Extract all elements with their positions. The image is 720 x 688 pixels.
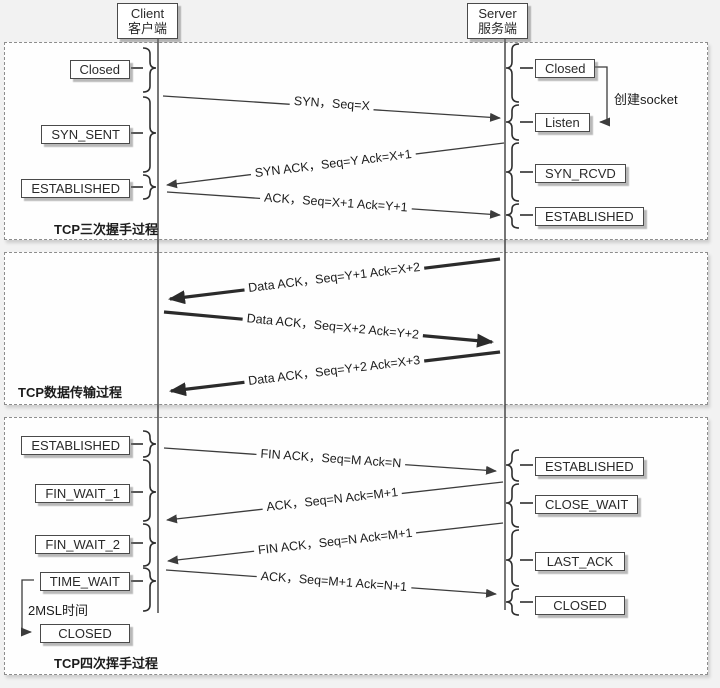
state-server-closed: Closed <box>535 59 596 78</box>
note-2msl: 2MSL时间 <box>28 603 88 618</box>
brace-server-established <box>505 203 520 229</box>
brace-server-closed-2 <box>505 588 520 616</box>
state-client-fin-wait-2: FIN_WAIT_2 <box>35 535 130 554</box>
server-actor-box: Server 服务端 <box>467 3 529 39</box>
state-server-syn-rcvd: SYN_RCVD <box>535 164 626 183</box>
note-create-socket: 创建socket <box>614 92 678 107</box>
client-braces <box>131 47 157 612</box>
connector-create-socket <box>593 66 610 127</box>
brace-server-established-2 <box>505 449 520 482</box>
brace-client-fin-wait-1 <box>142 459 157 522</box>
state-server-established: ESTABLISHED <box>535 207 644 226</box>
section-label-teardown: TCP四次挥手过程 <box>54 656 159 671</box>
brace-server-syn-rcvd <box>505 142 520 202</box>
brace-client-established-2 <box>142 430 157 458</box>
server-braces <box>505 43 533 616</box>
state-server-established-2: ESTABLISHED <box>535 457 644 476</box>
brace-client-established <box>142 174 157 200</box>
state-client-closed-2: CLOSED <box>40 624 130 643</box>
state-client-time-wait: TIME_WAIT <box>39 572 130 591</box>
brace-client-closed <box>142 47 157 93</box>
server-name-zh: 服务端 <box>478 21 518 36</box>
state-server-closed-2: CLOSED <box>535 596 625 615</box>
client-name-en: Client <box>130 6 165 21</box>
state-client-established-2: ESTABLISHED <box>21 436 130 455</box>
client-name-zh: 客户端 <box>128 21 168 36</box>
state-server-listen: Listen <box>535 113 590 132</box>
brace-server-close-wait <box>505 483 520 528</box>
brace-server-last-ack <box>505 529 520 587</box>
connector-2msl <box>21 579 34 637</box>
brace-client-syn-sent <box>142 96 157 173</box>
brace-client-time-wait <box>142 567 157 612</box>
brace-server-closed <box>505 43 520 103</box>
brace-server-listen <box>505 104 520 141</box>
state-client-established: ESTABLISHED <box>21 179 130 198</box>
brace-client-fin-wait-2 <box>142 523 157 567</box>
state-client-syn-sent: SYN_SENT <box>41 125 130 144</box>
state-server-close-wait: CLOSE_WAIT <box>535 495 639 514</box>
server-name-en: Server <box>478 6 517 21</box>
state-client-fin-wait-1: FIN_WAIT_1 <box>35 484 130 503</box>
state-server-last-ack: LAST_ACK <box>535 552 625 571</box>
client-actor-box: Client 客户端 <box>117 3 179 39</box>
state-client-closed: Closed <box>69 60 130 79</box>
section-label-transfer: TCP数据传输过程 <box>18 385 123 400</box>
section-label-handshake: TCP三次握手过程 <box>54 222 159 237</box>
